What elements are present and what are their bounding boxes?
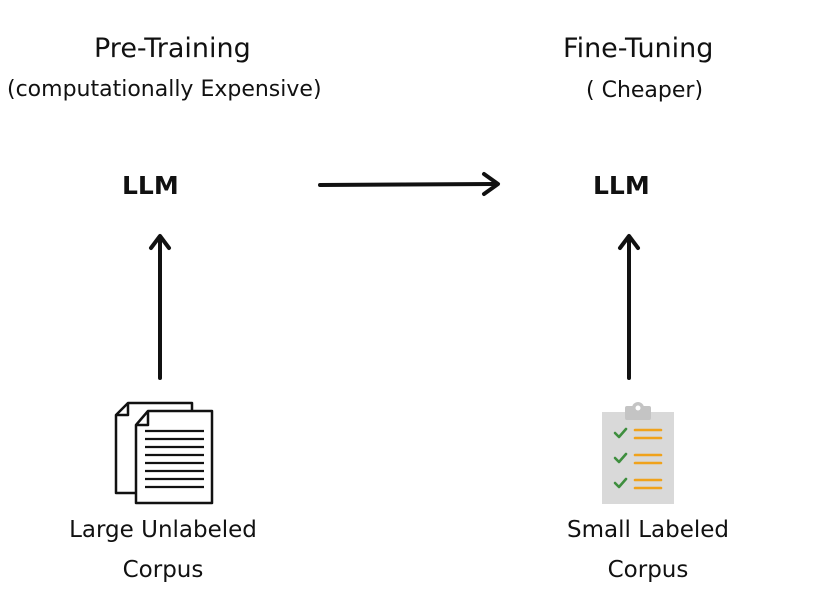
transfer-arrow: [318, 172, 500, 196]
finetuning-data-caption-line2: Corpus: [607, 557, 689, 583]
checklist-clipboard-icon: [602, 402, 674, 504]
finetuning-data-caption-line1: Small Labeled: [567, 517, 729, 543]
finetuning-subtitle: ( Cheaper): [586, 78, 704, 103]
pretraining-subtitle: (computationally Expensive): [7, 77, 322, 102]
documents-icon: [114, 401, 214, 505]
finetuning-title: Fine-Tuning: [563, 33, 714, 64]
pretraining-title: Pre-Training: [94, 33, 251, 64]
finetuning-up-arrow: [618, 234, 640, 380]
pretraining-data-caption-line2: Corpus: [122, 557, 204, 583]
pretraining-data-caption-line1: Large Unlabeled: [69, 517, 257, 543]
pretraining-data-caption: Large Unlabeled Corpus: [40, 510, 286, 590]
pretraining-llm-label: LLM: [122, 171, 179, 200]
pretraining-up-arrow: [149, 234, 171, 380]
finetuning-data-caption: Small Labeled Corpus: [538, 510, 758, 590]
finetuning-llm-label: LLM: [593, 171, 650, 200]
